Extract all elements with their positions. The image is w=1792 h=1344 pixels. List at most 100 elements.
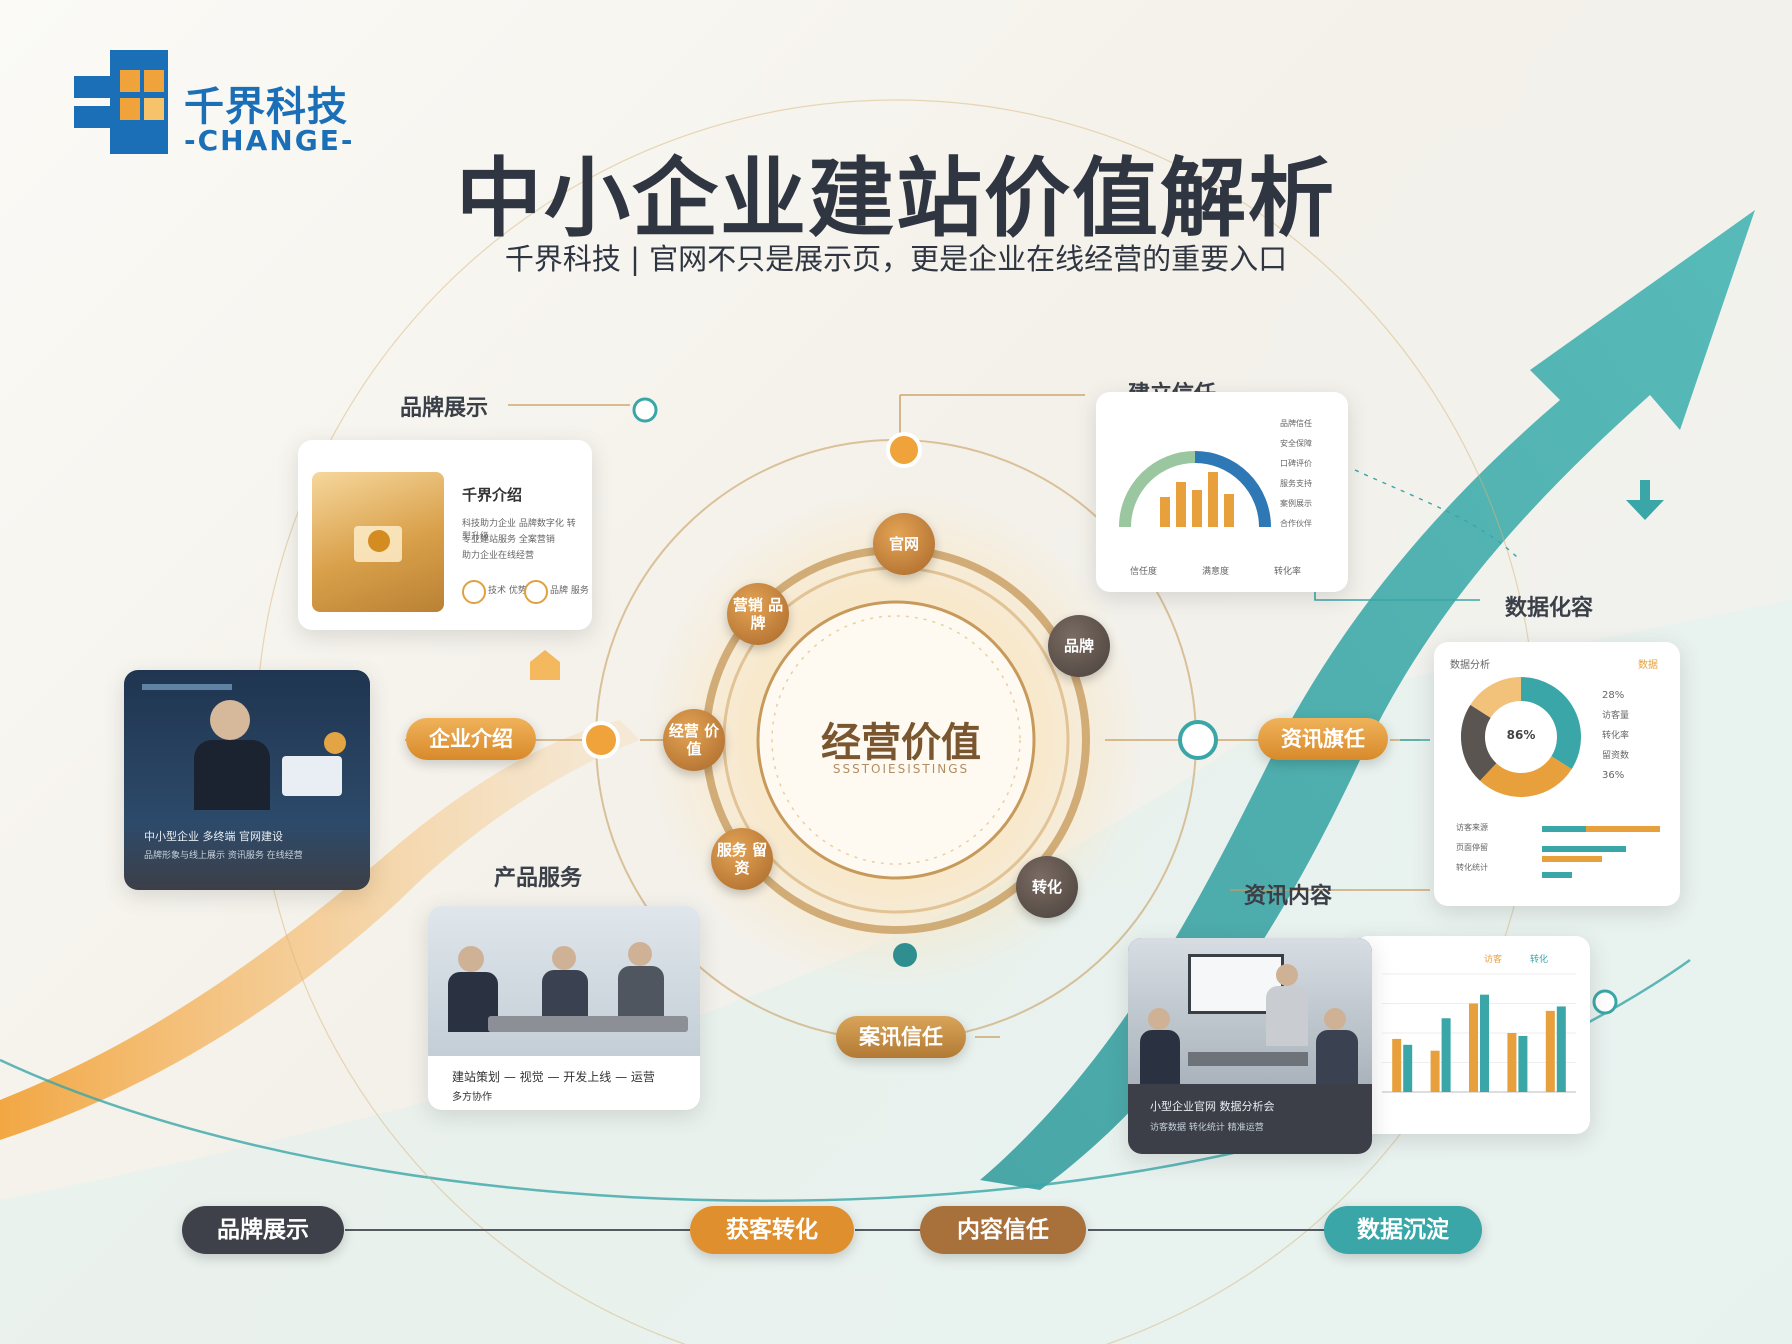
analytics-photo <box>1128 938 1372 1084</box>
donut-slice-2 <box>1461 704 1497 781</box>
bar-s1-2 <box>1480 994 1489 1092</box>
intro-line-1: 科技助力企业 品牌数字化 转型升级 <box>462 519 576 542</box>
page-subtitle: 千界科技 | 官网不只是展示页，更是企业在线经营的重要入口 <box>504 242 1288 276</box>
presenter-caption-bottom: 品牌形象与线上展示 资讯服务 在线经营 <box>144 851 303 861</box>
flow-step-brand-display[interactable]: 品牌展示 <box>182 1206 344 1254</box>
donut-bar-label-3: 转化统计 <box>1456 863 1488 872</box>
donut-hbar-1 <box>1542 826 1660 832</box>
donut-legend-5: 36% <box>1602 770 1625 781</box>
trust-legend-6: 合作伙伴 <box>1280 519 1312 528</box>
ring-node-upper-right[interactable]: 品牌 <box>1048 615 1110 677</box>
brand-logo: 千界科技 -CHANGE- <box>74 40 374 172</box>
gauge-chart <box>1119 451 1271 528</box>
intro-line-2: 专业建站服务 全案营销 <box>462 535 555 545</box>
label-news-content: 资讯内容 <box>1244 884 1333 909</box>
flow-step-content-trust[interactable]: 内容信任 <box>920 1206 1086 1254</box>
center-subtitle: SSSTOIESISTINGS <box>832 762 970 776</box>
ring-node-left[interactable]: 经营 价值 <box>663 709 725 771</box>
badge-icon <box>324 732 346 754</box>
donut-legend-3: 转化率 <box>1602 731 1630 741</box>
donut-tag: 数据 <box>1638 660 1658 671</box>
tech-icon <box>462 580 486 604</box>
pill-news-trust[interactable]: 资讯旗任 <box>1258 718 1388 760</box>
meeting-caption-top: 建站策划 — 视觉 — 开发上线 — 运营 <box>452 1070 655 1084</box>
donut-slice-3 <box>1470 677 1522 719</box>
donut-legend-1: 28% <box>1602 690 1625 701</box>
donut-legend-4: 留资数 <box>1602 751 1630 761</box>
intro-line-3: 助力企业在线经营 <box>462 551 535 561</box>
trust-legend-3: 口碑评价 <box>1280 459 1312 468</box>
card-trust-dashboard[interactable]: 品牌信任 安全保障 口碑评价 服务支持 案例展示 合作伙伴 信任度 满意度 转化… <box>1096 392 1348 592</box>
donut-hbar-2b <box>1542 856 1602 862</box>
donut-heading: 数据分析 <box>1450 660 1490 671</box>
bar-s0-4 <box>1545 1010 1555 1092</box>
card-bar-chart[interactable]: 访客 转化 <box>1354 936 1590 1134</box>
marker-teal-bottom <box>893 943 917 967</box>
donut-bar-label-2: 页面停留 <box>1456 843 1488 852</box>
donut-legend: 28% 访客量 转化率 留资数 36% <box>1602 686 1629 786</box>
donut-hbar-1b <box>1542 826 1586 832</box>
flow-step-acquisition[interactable]: 获客转化 <box>690 1206 854 1254</box>
card-donut-analytics[interactable]: 数据分析 数据 86% 28% 访客量 转化率 留资数 36% 访客来源 页面停… <box>1434 642 1680 906</box>
trust-legend: 品牌信任 安全保障 口碑评价 服务支持 案例展示 合作伙伴 <box>1280 414 1340 534</box>
bar-s1-3 <box>1518 1035 1528 1092</box>
meeting-photo <box>428 906 700 1056</box>
ring-node-upper-left[interactable]: 营销 品牌 <box>727 583 789 645</box>
analytics-caption-bottom: 访客数据 转化统计 精准运营 <box>1150 1123 1264 1133</box>
bar-legend-1: 访客 <box>1484 955 1503 965</box>
label-product-service: 产品服务 <box>494 866 583 891</box>
presenter-body <box>194 740 270 810</box>
marker-orange-top <box>886 432 922 468</box>
pill-case-trust[interactable]: 案讯信任 <box>836 1016 966 1058</box>
service-icon <box>524 580 548 604</box>
trust-footer-1: 信任度 <box>1130 567 1158 577</box>
meeting-caption-bottom: 多方协作 <box>452 1092 492 1103</box>
bar-chart <box>1382 973 1576 1093</box>
download-arrow-icon <box>1626 480 1664 520</box>
flow-step-data[interactable]: 数据沉淀 <box>1324 1206 1482 1254</box>
donut-legend-2: 访客量 <box>1602 711 1630 721</box>
card-company-intro[interactable]: 千界介绍 科技助力企业 品牌数字化 转型升级 专业建站服务 全案营销 助力企业在… <box>298 440 592 630</box>
bar-s0-1 <box>1430 1050 1440 1092</box>
ring-node-top[interactable]: 官网 <box>873 513 935 575</box>
trust-legend-5: 案例展示 <box>1280 499 1312 508</box>
donut-chart <box>1461 677 1581 797</box>
analytics-caption-top: 小型企业官网 数据分析会 <box>1150 1100 1275 1113</box>
building-illustration <box>312 472 444 612</box>
bar-s0-2 <box>1469 1003 1478 1092</box>
card-meeting[interactable]: 建站策划 — 视觉 — 开发上线 — 运营 多方协作 <box>428 906 700 1110</box>
bar-legend-2: 转化 <box>1530 955 1549 965</box>
laptop-icon <box>282 756 342 796</box>
intro-icon-label-2: 品牌 服务 <box>550 586 589 596</box>
ring-node-lower-left[interactable]: 服务 留资 <box>711 828 773 890</box>
bar-s0-0 <box>1392 1038 1402 1092</box>
logo-text-cn: 千界科技 <box>184 84 348 130</box>
marker-teal-top <box>632 397 658 423</box>
presenter-caption-top: 中小型企业 多终端 官网建设 <box>144 830 283 843</box>
trust-legend-1: 品牌信任 <box>1280 419 1312 428</box>
page-title: 中小企业建站价值解析 <box>456 149 1336 249</box>
marker-teal-far <box>1592 989 1618 1015</box>
orange-wave <box>0 720 640 1140</box>
donut-slice-1 <box>1479 755 1572 797</box>
ring-node-lower-right[interactable]: 转化 <box>1016 856 1078 918</box>
donut-center-value: 86% <box>1506 728 1536 742</box>
card-presenter[interactable]: 中小型企业 多终端 官网建设 品牌形象与线上展示 资讯服务 在线经营 <box>124 670 370 890</box>
trust-legend-4: 服务支持 <box>1280 479 1312 488</box>
card-analytics-meeting[interactable]: 小型企业官网 数据分析会 访客数据 转化统计 精准运营 <box>1128 938 1372 1154</box>
donut-bar-label-1: 访客来源 <box>1456 823 1488 832</box>
orange-deco-icon <box>530 650 560 680</box>
center-title: 经营价值 <box>821 720 981 766</box>
label-brand-display: 品牌展示 <box>400 396 489 421</box>
intro-heading: 千界介绍 <box>462 486 523 504</box>
pill-company-intro[interactable]: 企业介绍 <box>406 718 536 760</box>
trust-footer-2: 满意度 <box>1202 567 1230 577</box>
bar-s0-3 <box>1507 1033 1517 1092</box>
bar-s1-4 <box>1556 1006 1566 1092</box>
bar-s1-1 <box>1441 1018 1451 1092</box>
logo-mark-icon <box>74 50 168 154</box>
label-data-tag: 数据化容 <box>1505 596 1594 621</box>
donut-hbar-2 <box>1542 846 1626 852</box>
bar-s1-0 <box>1403 1044 1413 1092</box>
trust-legend-2: 安全保障 <box>1280 439 1312 448</box>
